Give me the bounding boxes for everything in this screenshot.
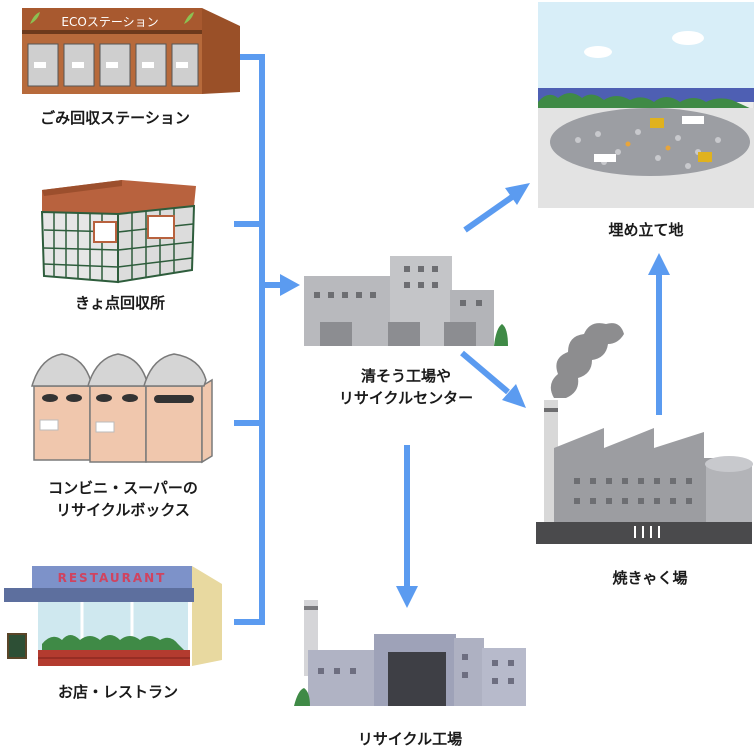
restaurant-sign: RESTAURANT xyxy=(58,571,167,585)
arrowhead-to-landfill-up xyxy=(648,253,670,275)
bracket-line xyxy=(234,54,265,625)
collection-cage-illustration xyxy=(38,166,198,284)
label-cleaning-center: 清そう工場や リサイクルセンター xyxy=(300,365,512,409)
label-recycle-box-line2: リサイクルボックス xyxy=(56,501,190,519)
eco-station-illustration: ECOステーション xyxy=(18,4,242,96)
incineration-plant-illustration xyxy=(534,308,754,548)
arrowhead-to-landfill xyxy=(505,183,530,205)
eco-station-sign: ECOステーション xyxy=(61,15,158,29)
recycling-factory-illustration xyxy=(290,598,536,712)
label-landfill: 埋め立て地 xyxy=(608,221,684,239)
recycle-box-illustration xyxy=(30,350,214,466)
arrowhead-to-center xyxy=(280,274,300,296)
arrowhead-to-recycling xyxy=(396,586,418,608)
label-garbage-station: ごみ回収ステーション xyxy=(40,109,190,127)
label-cleaning-center-line1: 清そう工場や xyxy=(360,367,451,385)
restaurant-illustration: RESTAURANT xyxy=(2,562,226,672)
label-recycle-box-line1: コンビニ・スーパーの xyxy=(48,479,198,497)
label-recycling-factory: リサイクル工場 xyxy=(357,730,463,748)
label-cleaning-center-line2: リサイクルセンター xyxy=(338,389,474,407)
cleaning-factory-illustration xyxy=(300,252,512,352)
label-restaurant: お店・レストラン xyxy=(57,683,178,701)
label-incineration: 焼きゃく場 xyxy=(612,569,688,587)
arrow-center-to-landfill xyxy=(463,194,514,233)
label-recycle-box: コンビニ・スーパーの リサイクルボックス xyxy=(18,477,228,521)
arrow-center-to-incineration xyxy=(460,350,510,395)
landfill-illustration xyxy=(537,1,755,209)
label-collection-point: きょ点回収所 xyxy=(74,294,165,312)
arrowhead-to-incineration xyxy=(502,384,526,408)
